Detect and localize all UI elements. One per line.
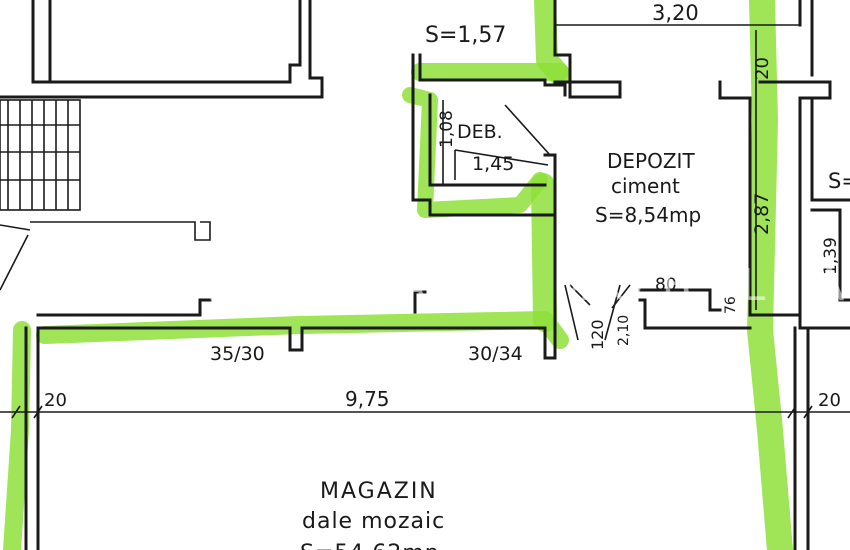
depozit-finish-label: ciment — [611, 174, 680, 198]
magazin-area-label: S=54,62mp — [300, 541, 440, 550]
dimension-lines — [0, 24, 850, 419]
beam-left-label: 35/30 — [210, 343, 265, 365]
highlight-marks — [3, 0, 793, 550]
magazin-finish-label: dale mozaic — [302, 509, 445, 534]
magazin-name-label: MAGAZIN — [320, 479, 438, 504]
dim-door-120: 120 — [588, 319, 607, 350]
dim-deb-width: 1,45 — [472, 153, 514, 175]
dim-door-210: 2,10 — [616, 315, 632, 346]
beam-right-label: 30/34 — [468, 343, 523, 365]
dim-deb-height: 1,08 — [437, 110, 457, 148]
dim-right-height: 1,39 — [821, 237, 841, 275]
dim-wall-20-left: 20 — [44, 390, 67, 411]
dim-wall-20-right: 20 — [818, 390, 841, 411]
dim-door-small: 76 — [723, 296, 739, 314]
watermark: ANIMAS IMOBILIARE — [210, 260, 850, 311]
dim-magazin-width: 9,75 — [345, 387, 390, 411]
right-room-area-label: S= — [828, 169, 850, 193]
stair-treads — [0, 100, 80, 291]
depozit-name-label: DEPOZIT — [607, 149, 695, 173]
dim-depozit-height: 2,87 — [751, 193, 773, 235]
dim-wall-20-top: 20 — [752, 57, 773, 80]
debara-name-label: DEB. — [457, 121, 503, 143]
debara-area-label: S=1,57 — [425, 23, 506, 48]
depozit-area-label: S=8,54mp — [595, 203, 701, 227]
dim-top-width: 3,20 — [652, 1, 699, 25]
dim-door-80: 80 — [655, 275, 677, 295]
